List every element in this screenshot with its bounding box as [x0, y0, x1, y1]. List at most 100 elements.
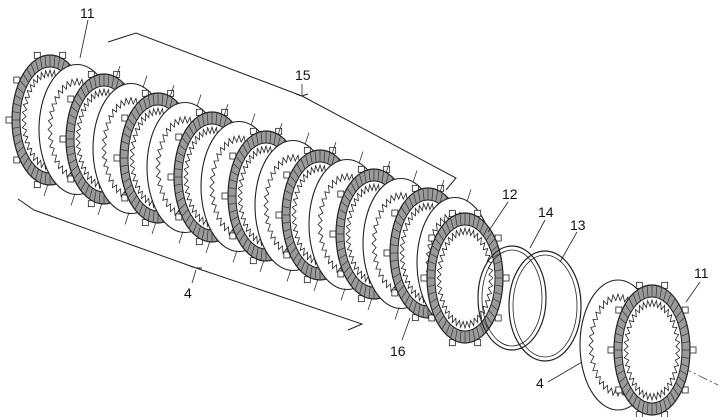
friction-segment	[493, 260, 502, 265]
friction-segment	[130, 111, 138, 121]
friction-segment	[16, 87, 25, 94]
friction-segment	[454, 329, 458, 341]
plate-tick-bottom	[286, 269, 292, 282]
friction-segment	[300, 260, 306, 272]
plate-tick-top	[277, 122, 283, 136]
friction-segment	[675, 382, 683, 390]
friction-segment	[354, 279, 360, 291]
friction-segment	[309, 152, 313, 164]
leader-4-bottom	[191, 269, 197, 284]
friction-segment	[663, 289, 667, 302]
friction-segment	[677, 317, 686, 324]
friction-segment	[394, 220, 403, 227]
friction-segment	[206, 229, 209, 242]
friction-segment	[659, 287, 663, 299]
friction-segment	[454, 215, 458, 227]
friction-segment	[472, 215, 476, 227]
friction-segment	[431, 245, 440, 252]
friction-segment	[621, 382, 629, 390]
friction-segment	[659, 401, 663, 413]
friction-segment	[482, 319, 489, 330]
plate-tick-bottom	[178, 231, 184, 244]
friction-inner	[434, 224, 496, 332]
friction-segment	[340, 260, 349, 267]
friction-segment	[178, 203, 187, 210]
friction-segment	[468, 330, 471, 343]
friction-segment	[488, 238, 496, 246]
friction-segment	[120, 164, 129, 167]
friction-segment	[228, 202, 237, 205]
friction-segment	[314, 150, 317, 163]
plate-tick-top	[196, 94, 202, 107]
friction-segment	[76, 176, 84, 186]
friction-segment	[122, 132, 131, 139]
friction-segment	[26, 161, 33, 172]
plate-tick-top	[439, 179, 445, 193]
plate-tick-top	[358, 151, 364, 164]
friction-segment	[680, 363, 689, 368]
friction-segment	[44, 172, 47, 185]
friction-segment	[472, 329, 476, 341]
plate-tick-top	[412, 170, 418, 183]
friction-segment	[397, 213, 405, 221]
plate-tab	[383, 249, 391, 257]
friction-segment	[188, 218, 195, 229]
friction-segment	[70, 106, 79, 113]
friction-inner	[621, 296, 683, 404]
friction-segment	[616, 324, 625, 331]
friction-segment	[152, 210, 155, 223]
friction-segment	[434, 310, 442, 318]
friction-segment	[434, 238, 442, 246]
friction-segment	[16, 146, 25, 153]
friction-segment	[429, 297, 438, 304]
friction-segment	[124, 184, 133, 191]
friction-segment	[138, 203, 144, 215]
friction-segment	[53, 55, 56, 68]
friction-segment	[400, 206, 408, 216]
friction-segment	[628, 298, 635, 309]
friction-segment	[235, 228, 243, 236]
friction-segment	[26, 68, 33, 79]
friction-segment	[57, 57, 61, 69]
bracket-4-tip	[189, 265, 202, 269]
friction-segment	[391, 235, 400, 240]
friction-segment	[459, 330, 462, 343]
friction-segment	[230, 170, 239, 177]
friction-segment	[614, 341, 623, 344]
plate-tab	[113, 154, 121, 162]
plate-tick-top	[142, 75, 148, 88]
hub-plate-12	[420, 209, 510, 347]
friction-segment	[485, 231, 493, 241]
friction-segment	[492, 252, 501, 259]
friction-segment	[485, 315, 493, 325]
label-14: 14	[538, 204, 554, 220]
friction-segment	[397, 285, 405, 293]
friction-segment	[22, 157, 30, 167]
friction-segment	[143, 206, 147, 219]
plate-tick-bottom	[367, 297, 373, 311]
friction-segment	[677, 376, 686, 383]
friction-segment	[615, 332, 624, 337]
friction-segment	[242, 144, 249, 155]
plate-tick-bottom	[70, 193, 76, 206]
label-4-right: 4	[536, 375, 544, 391]
friction-segment	[314, 267, 317, 280]
friction-segment	[67, 152, 76, 157]
plate-tick-bottom	[97, 202, 103, 216]
ring-14-outer	[477, 245, 547, 351]
leader-4-right	[547, 361, 583, 383]
friction-segment	[468, 213, 471, 226]
friction-segment	[269, 131, 272, 144]
ring-14-inner	[481, 249, 543, 347]
plate-tab	[607, 346, 615, 354]
friction-segment	[273, 133, 277, 145]
plate-tick-bottom	[340, 288, 346, 301]
friction-segment	[437, 315, 445, 325]
plate-tick-top	[304, 132, 310, 145]
friction-segment	[89, 187, 93, 200]
friction-segment	[73, 99, 81, 107]
friction-segment	[121, 171, 130, 176]
friction-segment	[229, 178, 238, 183]
friction-segment	[107, 74, 110, 87]
